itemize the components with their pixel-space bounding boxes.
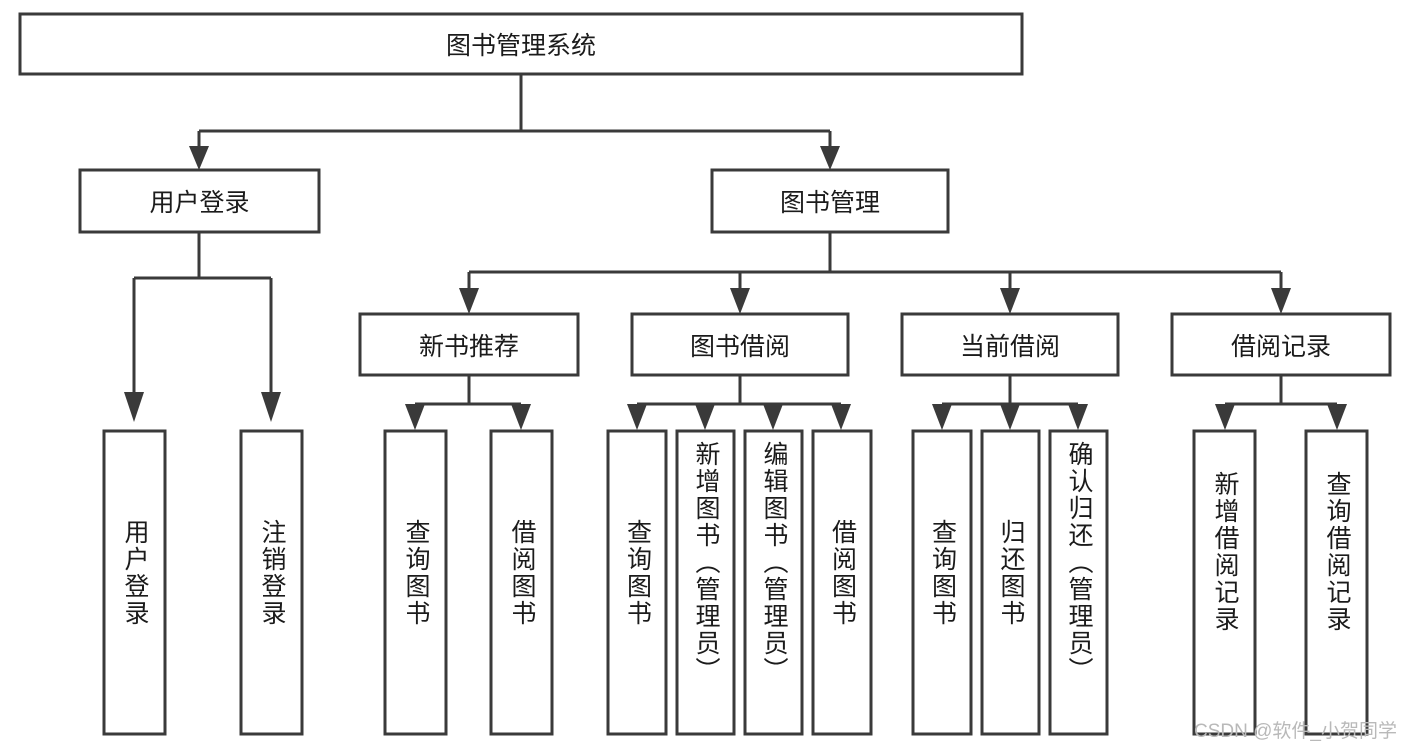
node-leaf-query-book-borrow[interactable] <box>606 429 668 736</box>
node-leaf-borrow-book-recommend[interactable] <box>489 429 554 736</box>
node-leaf-confirm-return-admin[interactable] <box>1048 429 1109 736</box>
node-current-borrow[interactable] <box>900 312 1120 377</box>
node-user-login[interactable] <box>78 168 321 234</box>
node-leaf-logout[interactable] <box>239 429 304 736</box>
node-leaf-add-book-admin[interactable] <box>675 429 736 736</box>
node-new-book-recommend[interactable] <box>358 312 580 377</box>
connector-currentborrow-to-leaves <box>932 375 1088 430</box>
connector-root-to-level2 <box>189 74 840 170</box>
node-leaf-borrow-book[interactable] <box>811 429 873 736</box>
node-root-book-management-system[interactable] <box>18 12 1024 76</box>
node-leaf-return-book[interactable] <box>980 429 1041 736</box>
node-leaf-query-borrow-record[interactable] <box>1304 429 1369 736</box>
node-leaf-query-book-current[interactable] <box>911 429 973 736</box>
watermark-text: CSDN @软件_小贺同学 <box>1194 721 1397 742</box>
connector-newbook-to-leaves <box>405 375 531 430</box>
connector-bookborrow-to-leaves <box>627 375 851 430</box>
node-book-borrow[interactable] <box>630 312 850 377</box>
connector-userlogin-to-leaves <box>124 232 281 422</box>
connector-borrowrecord-to-leaves <box>1215 375 1347 430</box>
node-leaf-user-login[interactable] <box>102 429 167 736</box>
connector-bookmgmt-to-level3 <box>459 232 1291 314</box>
node-leaf-query-book-recommend[interactable] <box>383 429 448 736</box>
node-borrow-record[interactable] <box>1170 312 1392 377</box>
node-leaf-edit-book-admin[interactable] <box>743 429 804 736</box>
node-book-management[interactable] <box>710 168 950 234</box>
node-leaf-add-borrow-record[interactable] <box>1192 429 1257 736</box>
